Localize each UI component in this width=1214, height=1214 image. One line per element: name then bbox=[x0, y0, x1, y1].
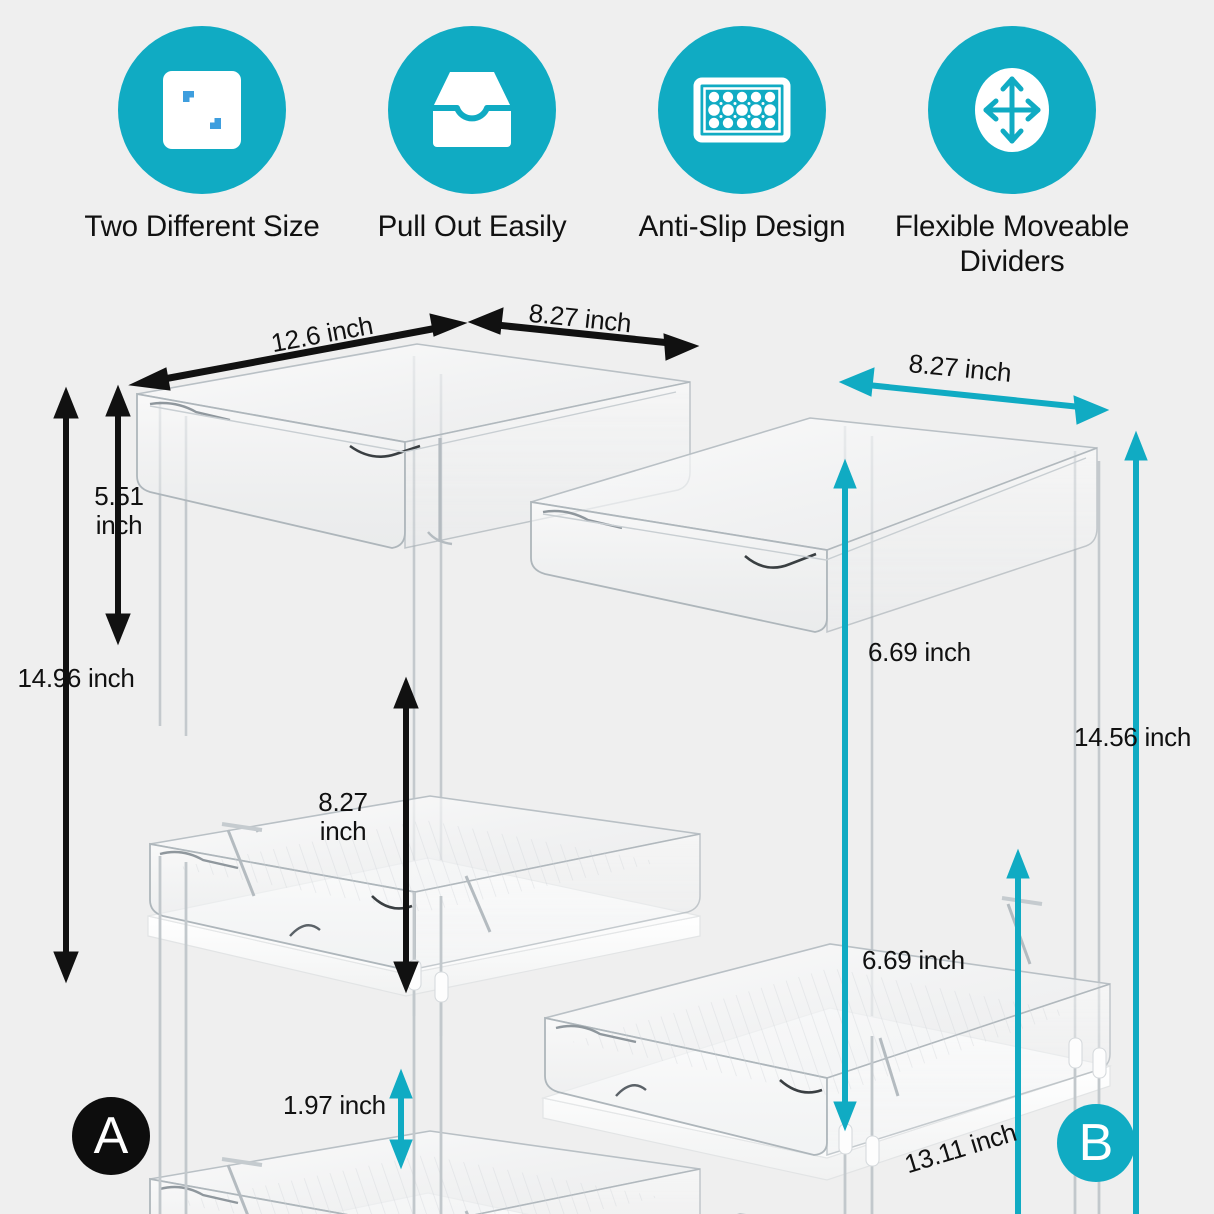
product-diagram-area: 12.6 inch 8.27 inch 14.96 inch 5.51 inch… bbox=[0, 296, 1214, 1214]
product-a-badge: A bbox=[72, 1097, 150, 1175]
product-b-badge: B bbox=[1057, 1104, 1135, 1182]
arrow-depth-shared bbox=[467, 307, 700, 361]
arrow-tier-height-a bbox=[105, 384, 131, 646]
four-way-arrows-icon-badge bbox=[928, 26, 1096, 194]
feature-label: Pull Out Easily bbox=[377, 210, 567, 243]
product-a-tier-1 bbox=[136, 343, 691, 549]
pull-out-tray-icon bbox=[428, 72, 516, 147]
dimension-label-total-height-a: 14.96 inch bbox=[17, 663, 135, 693]
product-b-tier-2 bbox=[540, 896, 1113, 1181]
arrow-total-height-b bbox=[1124, 430, 1148, 1214]
product-b-illustration bbox=[530, 417, 1113, 1214]
dimension-label-tier-height-a: 5.51 inch bbox=[94, 481, 144, 541]
two-sizes-icon bbox=[163, 71, 241, 149]
product-a-tier-3 bbox=[149, 1130, 701, 1214]
feature-anti-slip-design: Anti-Slip Design bbox=[607, 0, 877, 245]
dimension-arrows-product-a bbox=[53, 307, 700, 994]
anti-slip-mat-icon-badge bbox=[658, 26, 826, 194]
pull-out-tray-icon-badge bbox=[388, 26, 556, 194]
feature-flexible-moveable-dividers: Flexible Moveable Dividers bbox=[877, 0, 1147, 280]
dimension-label-lower-tier-b: 6.69 inch bbox=[862, 945, 965, 975]
dimension-label-upper-tier-b: 6.69 inch bbox=[868, 637, 971, 667]
arrow-total-height-a bbox=[53, 386, 79, 984]
product-b-tier-1 bbox=[530, 417, 1098, 634]
feature-label: Two Different Size bbox=[84, 210, 320, 243]
two-sizes-icon-badge bbox=[118, 26, 286, 194]
dimension-label-clearance-a: 1.97 inch bbox=[283, 1090, 386, 1120]
arrow-width-a bbox=[128, 313, 468, 391]
arrow-lower-tier-b bbox=[1006, 848, 1030, 1214]
arrow-upper-tier-b bbox=[833, 458, 857, 1132]
feature-strip: Two Different Size Pull Out Easily bbox=[0, 0, 1214, 300]
arrow-depth-a bbox=[393, 676, 419, 994]
dimension-label-depth-a: 8.27 inch bbox=[318, 787, 368, 847]
product-a-tier-2 bbox=[147, 795, 701, 997]
product-b-badge-label: B bbox=[1078, 1114, 1114, 1172]
product-a-illustration bbox=[136, 343, 701, 1214]
arrow-clearance-a bbox=[389, 1068, 413, 1170]
feature-label: Flexible Moveable Dividers bbox=[894, 210, 1130, 278]
arrow-width-b bbox=[838, 367, 1110, 425]
anti-slip-mat-icon bbox=[693, 77, 791, 143]
feature-two-different-size: Two Different Size bbox=[67, 0, 337, 245]
product-illustration bbox=[53, 307, 1148, 1214]
dimension-label-total-height-b: 14.56 inch bbox=[1074, 722, 1191, 752]
product-a-badge-label: A bbox=[93, 1107, 129, 1165]
four-way-arrows-icon bbox=[975, 68, 1049, 152]
feature-pull-out-easily: Pull Out Easily bbox=[337, 0, 607, 245]
feature-label: Anti-Slip Design bbox=[638, 210, 846, 243]
dimension-arrows-product-b bbox=[833, 367, 1148, 1214]
